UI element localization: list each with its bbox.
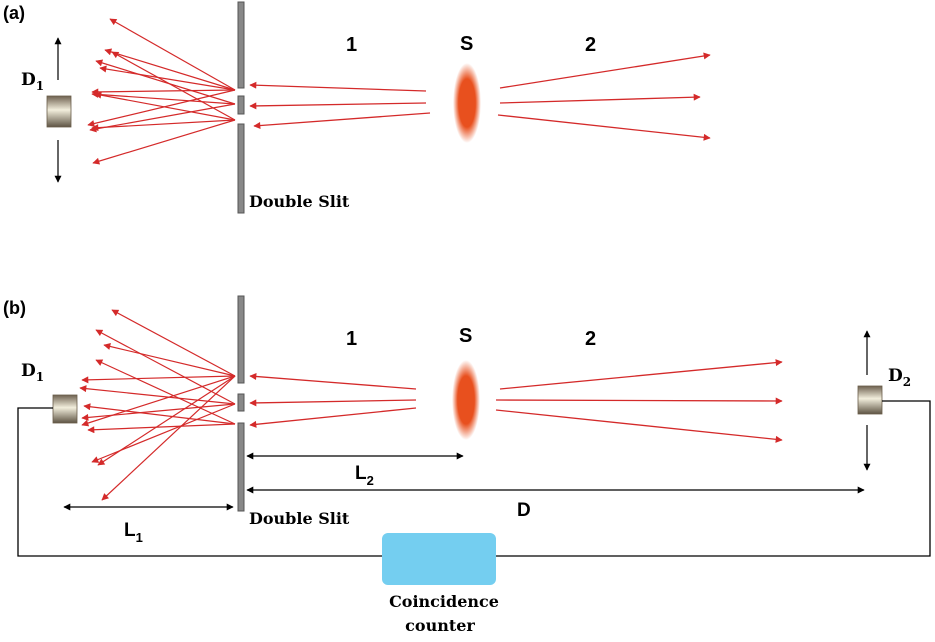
slit-screen-middle bbox=[237, 393, 245, 412]
panel-b: (b) Double Slit S 1 2 bbox=[3, 295, 931, 635]
rays-diffraction-a bbox=[87, 18, 236, 165]
counter-wiring bbox=[17, 400, 931, 557]
detector-d1 bbox=[46, 95, 72, 128]
source-s bbox=[453, 63, 481, 143]
panel-a-label: (a) bbox=[3, 3, 25, 23]
detector-d2-label: D2 bbox=[888, 366, 911, 389]
rays-arm-2 bbox=[497, 52, 711, 141]
rays-arm-2 bbox=[495, 359, 783, 443]
region-2-label: 2 bbox=[585, 34, 596, 56]
rays-source-to-slit bbox=[249, 373, 417, 428]
rays-diffraction-b bbox=[79, 309, 236, 501]
distance-arrows bbox=[63, 452, 865, 511]
l1-label: L1 bbox=[124, 520, 143, 545]
source-label: S bbox=[460, 33, 473, 55]
d-label: D bbox=[517, 500, 531, 521]
detector-d1-label: D1 bbox=[21, 70, 44, 93]
slit-screen-middle bbox=[237, 95, 245, 115]
slit-screen-bottom bbox=[237, 123, 245, 214]
slit-screen-top bbox=[237, 1, 245, 89]
detector-d1 bbox=[52, 394, 78, 424]
slit-label: Double Slit bbox=[249, 192, 350, 211]
panel-a: (a) Double Slit S 1 2 bbox=[3, 1, 711, 214]
region-1-label: 1 bbox=[346, 328, 357, 350]
rays-source-to-slit bbox=[249, 81, 431, 130]
panel-b-label: (b) bbox=[3, 298, 26, 318]
detector-d2 bbox=[857, 385, 883, 415]
slit-screen-bottom bbox=[237, 422, 245, 512]
source-label: S bbox=[459, 325, 472, 347]
source-s bbox=[452, 360, 480, 440]
region-1-label: 1 bbox=[346, 34, 357, 56]
counter-label-line2: counter bbox=[405, 616, 475, 635]
detector-d1-label: D1 bbox=[21, 361, 44, 384]
l2-label: L2 bbox=[355, 463, 374, 488]
slit-screen-top bbox=[237, 295, 245, 384]
region-2-label: 2 bbox=[585, 328, 596, 350]
counter-label-line1: Coincidence bbox=[389, 592, 499, 611]
coincidence-counter-box bbox=[382, 533, 496, 585]
slit-label: Double Slit bbox=[249, 509, 350, 528]
